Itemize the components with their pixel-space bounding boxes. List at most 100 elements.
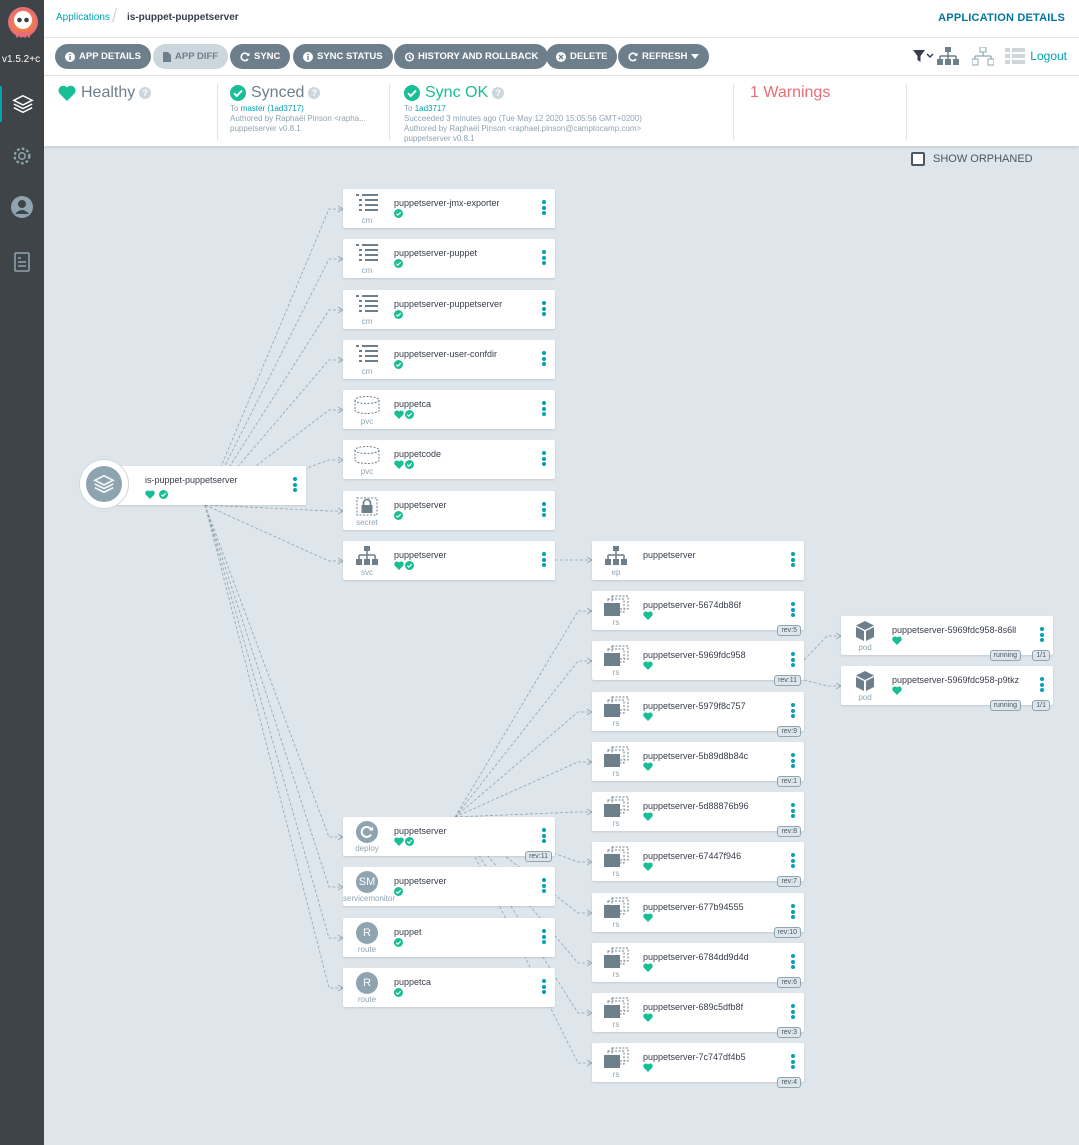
replicaset-icon — [604, 645, 629, 666]
sync-revision-link[interactable]: master (1ad3717) — [240, 104, 304, 113]
volume-icon — [354, 446, 380, 464]
check-circle-icon — [394, 259, 403, 268]
resource-name: puppetserver-689c5dfb8f — [643, 1002, 744, 1012]
logout-link[interactable]: Logout — [1030, 49, 1067, 63]
node-menu-button[interactable] — [542, 979, 546, 996]
resource-name: puppetserver-puppetserver — [394, 299, 503, 309]
node-menu-button[interactable] — [542, 301, 546, 318]
node-menu-button[interactable] — [1040, 627, 1044, 644]
tree-view-icon[interactable] — [937, 47, 959, 67]
list-view-icon[interactable] — [1005, 48, 1025, 66]
node-menu-button[interactable] — [542, 200, 546, 217]
checkbox[interactable] — [911, 152, 925, 166]
op-revision-link[interactable]: 1ad3717 — [414, 104, 446, 113]
node-menu-button[interactable] — [791, 954, 795, 971]
node-menu-button[interactable] — [791, 803, 795, 820]
node-menu-button[interactable] — [542, 401, 546, 418]
warnings-link[interactable]: 1 Warnings — [750, 84, 831, 101]
node-menu-button[interactable] — [791, 602, 795, 619]
node-menu-button[interactable] — [542, 552, 546, 569]
resource-status — [394, 938, 403, 947]
node-menu-button[interactable] — [791, 1054, 795, 1071]
operation-title[interactable]: Sync OK — [425, 84, 489, 101]
breadcrumb-applications[interactable]: Applications — [56, 12, 110, 23]
nav-docs[interactable] — [0, 244, 44, 280]
page-title: APPLICATION DETAILS — [938, 12, 1065, 24]
node-menu-button[interactable] — [791, 753, 795, 770]
argo-logo[interactable] — [7, 6, 39, 50]
node-menu-button[interactable] — [791, 904, 795, 921]
app-root-node[interactable]: is-puppet-puppetserver — [80, 460, 306, 508]
check-circle-icon — [394, 988, 403, 997]
filter-icon[interactable] — [912, 48, 934, 64]
kind-icon-wrapper — [351, 444, 383, 466]
node-menu-button[interactable] — [542, 828, 546, 845]
node-menu-button[interactable] — [542, 502, 546, 519]
route-icon: R — [356, 972, 378, 994]
nav-applications[interactable] — [0, 86, 44, 122]
node-menu-button[interactable] — [791, 1004, 795, 1021]
sync-status-button[interactable]: SYNC STATUS — [293, 44, 393, 69]
app-root-name: is-puppet-puppetserver — [145, 475, 238, 485]
node-menu-button[interactable] — [542, 451, 546, 468]
resource-kind: rs — [612, 920, 620, 929]
resource-kind: rs — [612, 869, 620, 878]
help-icon[interactable]: ? — [308, 87, 321, 99]
resource-status — [643, 963, 653, 972]
node-menu-button[interactable] — [542, 351, 546, 368]
revision-badge: rev:10 — [773, 927, 801, 938]
nav-settings[interactable] — [0, 138, 44, 174]
resource-status — [643, 812, 653, 821]
app-details-button[interactable]: APP DETAILS — [55, 44, 151, 69]
node-menu-button[interactable] — [542, 929, 546, 946]
node-menu-button[interactable] — [542, 878, 546, 895]
app-diff-button[interactable]: APP DIFF — [153, 44, 229, 69]
show-orphaned-toggle[interactable]: SHOW ORPHANED — [911, 152, 1033, 166]
help-icon[interactable]: ? — [139, 87, 152, 99]
delete-button[interactable]: DELETE — [546, 44, 618, 69]
kind-icon-wrapper — [600, 696, 632, 718]
node-menu-button[interactable] — [791, 652, 795, 669]
node-menu-button[interactable] — [791, 552, 795, 569]
network-view-icon[interactable] — [972, 47, 994, 67]
sync-button[interactable]: SYNC — [230, 44, 291, 69]
node-menu-button[interactable] — [1040, 677, 1044, 694]
help-icon[interactable]: ? — [492, 87, 505, 99]
refresh-button[interactable]: REFRESH — [618, 44, 710, 69]
kind-icon-wrapper — [351, 821, 383, 843]
node-menu-button[interactable] — [542, 250, 546, 267]
resource-kind: pod — [858, 643, 872, 652]
node-menu-button[interactable] — [293, 477, 297, 492]
node-menu-button[interactable] — [791, 853, 795, 870]
graph-edge — [204, 504, 343, 562]
nav-user-info[interactable] — [0, 189, 44, 225]
history-rollback-button[interactable]: HISTORY AND ROLLBACK — [394, 44, 549, 69]
node-menu-button[interactable] — [791, 703, 795, 720]
kind-icon-wrapper: SM — [351, 871, 383, 893]
